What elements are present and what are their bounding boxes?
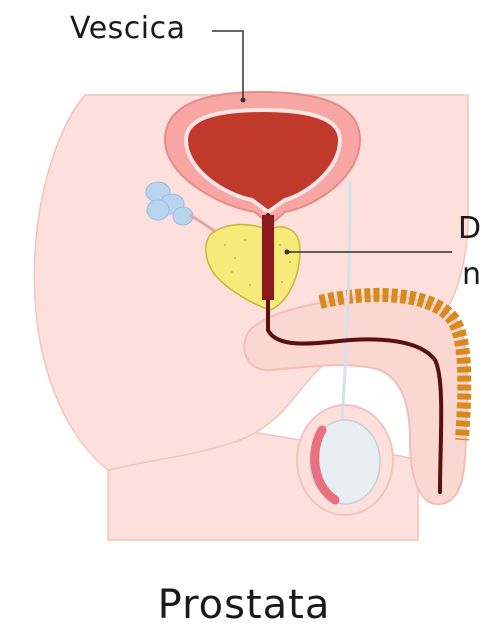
testis: [309, 419, 381, 505]
urethra: [266, 213, 444, 494]
leader-line-bladder: [212, 30, 244, 100]
bladder-inner: [183, 107, 343, 215]
label-bladder: Vescica: [70, 11, 186, 46]
leader-dot-bladder: [240, 97, 246, 103]
corpus-cavernosum: [318, 287, 472, 441]
seminal-vesicle: [145, 181, 194, 226]
diagram-title: Prostata: [157, 582, 331, 628]
prostate-gland: [205, 223, 301, 311]
penis-shaft: [243, 295, 469, 506]
epididymis: [310, 425, 340, 505]
prostate-texture: [223, 238, 292, 287]
leader-dot-right: [284, 249, 290, 255]
urethra-prostatic: [262, 215, 274, 300]
label-right-line2: n: [462, 257, 482, 292]
vas-deferens: [340, 179, 352, 421]
label-right-line1: D: [458, 211, 482, 246]
